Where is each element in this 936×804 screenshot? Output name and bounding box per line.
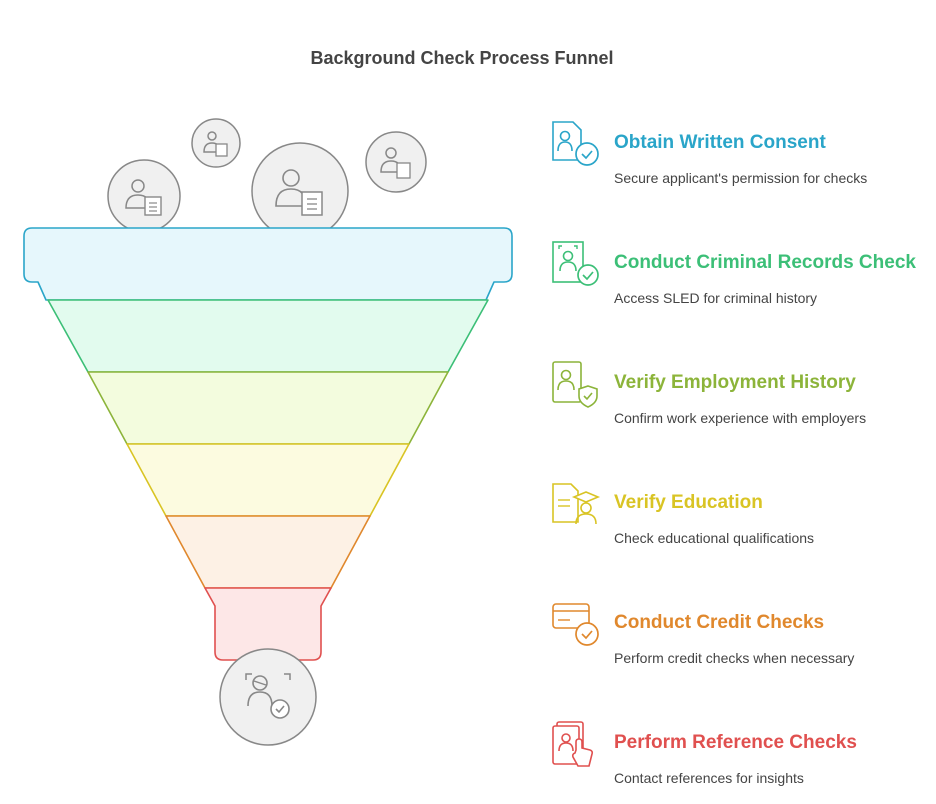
step-title: Conduct Credit Checks <box>614 612 825 633</box>
employment-verify-icon <box>552 361 598 408</box>
step-credit-checks: Conduct Credit Checks Perform credit che… <box>550 600 930 680</box>
step-criminal-records: Conduct Criminal Records Check Access SL… <box>550 240 930 320</box>
step-description: Contact references for insights <box>614 770 804 786</box>
step-title: Perform Reference Checks <box>614 732 857 753</box>
verified-person-icon <box>219 648 317 746</box>
applicant-profile-icon <box>251 142 349 240</box>
step-employment-history: Verify Employment History Confirm work e… <box>550 360 930 440</box>
step-description: Check educational qualifications <box>614 530 815 546</box>
step-title: Verify Employment History <box>614 372 856 393</box>
funnel-band-consent <box>23 227 513 301</box>
step-reference-checks: Perform Reference Checks Contact referen… <box>550 720 930 800</box>
applicant-profile-icon <box>191 118 241 168</box>
step-description: Perform credit checks when necessary <box>614 650 855 666</box>
credit-card-check-icon <box>552 603 599 646</box>
step-education: Verify Education Check educational quali… <box>550 480 930 560</box>
funnel-band-reference <box>204 587 332 661</box>
step-title: Conduct Criminal Records Check <box>614 252 916 273</box>
applicant-profile-icon <box>365 131 427 193</box>
reference-document-icon <box>552 721 594 767</box>
funnel-band-employment <box>87 371 449 445</box>
step-title: Verify Education <box>614 492 763 513</box>
funnel-band-credit <box>165 515 371 589</box>
applicant-profile-icon <box>107 159 181 233</box>
step-description: Confirm work experience with employers <box>614 410 867 426</box>
criminal-records-icon <box>552 241 599 286</box>
step-description: Secure applicant's permission for checks <box>614 170 868 186</box>
education-icon <box>552 483 601 525</box>
funnel-band-criminal <box>47 299 489 373</box>
consent-check-icon <box>552 121 599 166</box>
step-obtain-consent: Obtain Written Consent Secure applicant'… <box>550 120 930 200</box>
page-title: Background Check Process Funnel <box>310 48 614 68</box>
step-description: Access SLED for criminal history <box>614 290 818 306</box>
step-title: Obtain Written Consent <box>614 132 826 153</box>
funnel-band-education <box>126 443 410 517</box>
